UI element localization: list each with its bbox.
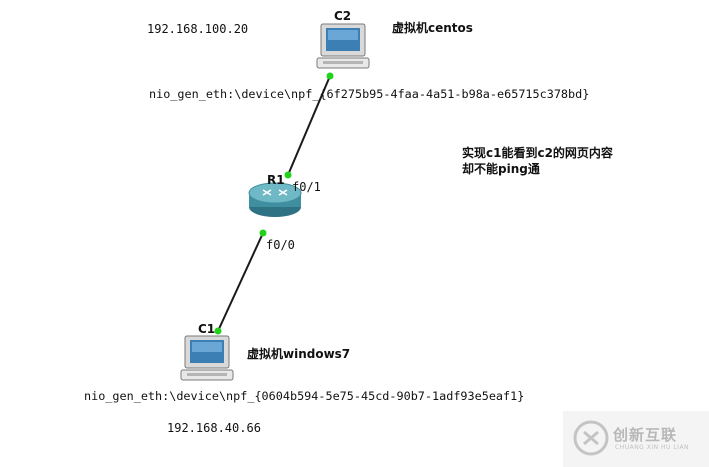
computer-icon-c2[interactable] <box>316 23 370 69</box>
note-line-2: 却不能ping通 <box>462 162 540 176</box>
r1-port-f0-0: f0/0 <box>266 238 295 252</box>
port-dot-c2 <box>326 72 334 80</box>
computer-icon-c1[interactable] <box>180 335 234 381</box>
c2-nio-label: nio_gen_eth:\device\npf_{6f275b95-4faa-4… <box>149 87 590 101</box>
c2-node-name: C2 <box>334 9 352 23</box>
r1-port-f0-1: f0/1 <box>292 180 321 194</box>
c2-description: 虚拟机centos <box>392 21 473 35</box>
link-c2-r1 <box>287 75 331 176</box>
watermark-logo-icon <box>573 420 609 456</box>
port-dot-r1-f0-1 <box>284 171 292 179</box>
watermark-box <box>563 411 709 467</box>
port-dot-r1-f0-0 <box>259 229 267 237</box>
r1-node-name: R1 <box>267 173 285 187</box>
watermark-subtext: CHUANG XIN HU LIAN <box>615 444 690 451</box>
c1-ip-label: 192.168.40.66 <box>167 421 261 435</box>
link-r1-c1 <box>217 232 264 332</box>
c1-node-name: C1 <box>198 322 216 336</box>
note-line-1: 实现c1能看到c2的网页内容 <box>462 146 613 160</box>
c1-nio-label: nio_gen_eth:\device\npf_{0604b594-5e75-4… <box>84 389 525 403</box>
router-icon-r1[interactable] <box>248 182 302 217</box>
c2-ip-label: 192.168.100.20 <box>147 22 249 36</box>
port-dot-c1 <box>214 327 222 335</box>
watermark-text: 创新互联 <box>613 426 678 444</box>
c1-description: 虚拟机windows7 <box>247 347 351 361</box>
